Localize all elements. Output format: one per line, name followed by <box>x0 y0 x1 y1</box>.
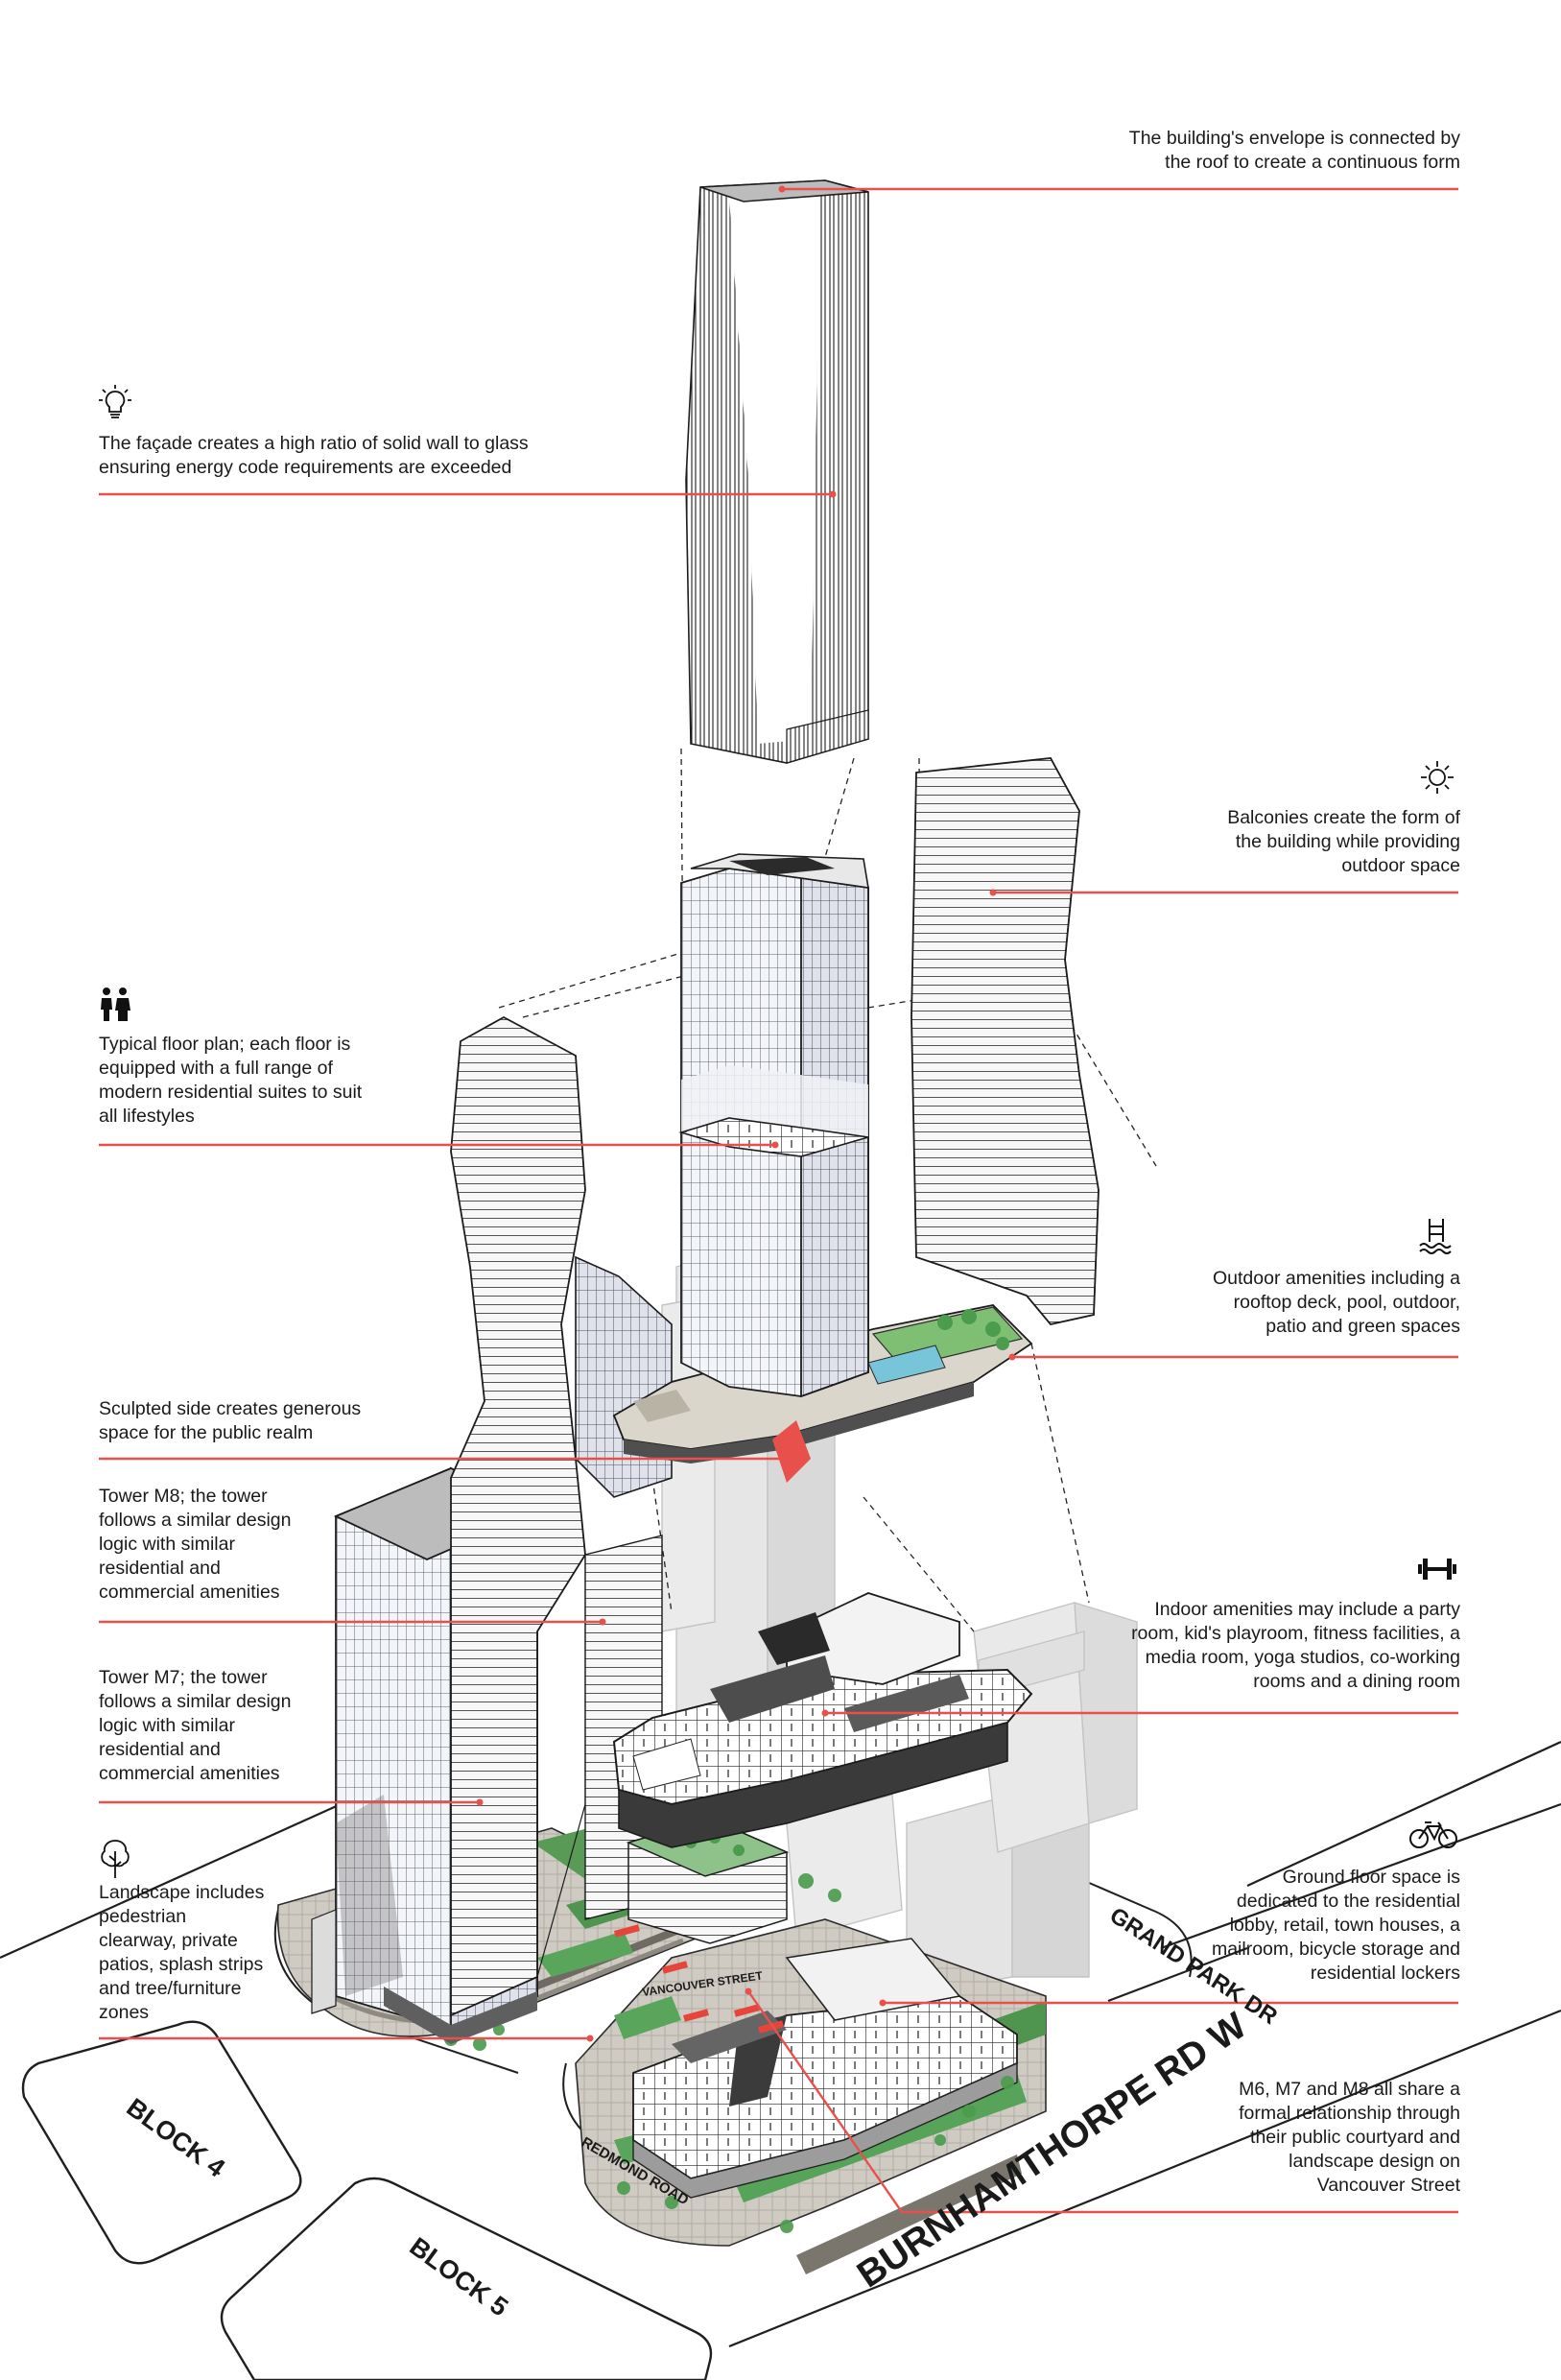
dumbbell-icon <box>1418 1559 1456 1580</box>
ground-floor-cutaway <box>632 1938 1018 2199</box>
annotation-line: residential and <box>99 1558 221 1579</box>
annotation-line: dedicated to the residential <box>1236 1891 1460 1912</box>
annotation-line: follows a similar design <box>99 1510 292 1531</box>
annotation-line: The building's envelope is connected by <box>1128 128 1460 149</box>
block-5-outline <box>220 2177 713 2380</box>
annotation-line: space for the public realm <box>99 1422 314 1443</box>
lightbulb-icon <box>99 385 131 418</box>
annotation-line: Vancouver Street <box>1316 2175 1460 2196</box>
annotation-line: Outdoor amenities including a <box>1213 1268 1460 1289</box>
roof-envelope-fins <box>685 179 869 764</box>
annotation-line: residential lockers <box>1310 1963 1460 1984</box>
annotation-line: Balconies create the form of <box>1227 807 1460 828</box>
sun-icon <box>1421 761 1454 794</box>
annotation-line: Indoor amenities may include a party <box>1154 1599 1460 1620</box>
annotation-line: and tree/furniture <box>99 1978 242 1999</box>
annotation-line: outdoor space <box>1341 855 1460 876</box>
annotation-line: ensuring energy code requirements are ex… <box>99 457 512 478</box>
annotation-line: commercial amenities <box>99 1763 280 1784</box>
annotation-line: the roof to create a continuous form <box>1165 152 1460 173</box>
annotation-tower-m7: Tower M7; the tower follows a similar de… <box>99 1666 292 1786</box>
annotation-courtyard: M6, M7 and M8 all share a formal relatio… <box>1239 2078 1460 2198</box>
annotation-line: patios, splash strips <box>99 1954 264 1975</box>
annotation-line: zones <box>99 2002 150 2023</box>
annotation-roof-envelope: The building's envelope is connected by … <box>1129 127 1460 175</box>
annotation-indoor-amenities: Indoor amenities may include a party roo… <box>1131 1598 1460 1694</box>
annotation-line: formal relationship through <box>1239 2103 1460 2124</box>
annotation-line: room, kid's playroom, fitness facilities… <box>1131 1623 1460 1644</box>
annotation-line: follows a similar design <box>99 1691 292 1712</box>
tree-icon <box>101 1840 130 1878</box>
annotation-outdoor-amenities: Outdoor amenities including a rooftop de… <box>1213 1267 1460 1339</box>
annotation-line: pedestrian <box>99 1906 187 1927</box>
annotation-line: logic with similar <box>99 1715 235 1736</box>
annotation-line: Tower M8; the tower <box>99 1486 268 1507</box>
annotation-line: Sculpted side creates generous <box>99 1398 362 1419</box>
floor-plan-tower <box>678 853 869 1483</box>
annotation-line: M6, M7 and M8 all share a <box>1239 2079 1460 2100</box>
annotation-line: landscape design on <box>1289 2151 1460 2172</box>
pool-icon <box>1419 1219 1452 1254</box>
annotation-ground-floor: Ground floor space is dedicated to the r… <box>1212 1866 1460 1986</box>
annotation-line: their public courtyard and <box>1250 2127 1460 2148</box>
bicycle-icon <box>1409 1821 1457 1848</box>
annotation-line: The façade creates a high ratio of solid… <box>99 433 529 454</box>
leader-lines <box>99 185 1458 2214</box>
annotation-facade-ratio: The façade creates a high ratio of solid… <box>99 432 529 480</box>
annotation-line: residential and <box>99 1739 221 1760</box>
annotation-line: commercial amenities <box>99 1582 280 1603</box>
annotation-line: Tower M7; the tower <box>99 1667 268 1688</box>
annotation-line: patio and green spaces <box>1265 1316 1460 1337</box>
indoor-amenity-level <box>612 1592 1033 1848</box>
annotation-line: Landscape includes <box>99 1882 265 1903</box>
annotation-line: lobby, retail, town houses, a <box>1229 1915 1460 1936</box>
annotation-line: mailroom, bicycle storage and <box>1211 1939 1460 1960</box>
annotation-line: rooms and a dining room <box>1253 1671 1460 1692</box>
annotation-balconies: Balconies create the form of the buildin… <box>1227 806 1460 878</box>
annotation-landscape: Landscape includes pedestrian clearway, … <box>99 1881 264 2025</box>
balcony-shell <box>911 757 1100 1325</box>
annotation-line: Typical floor plan; each floor is <box>99 1034 351 1055</box>
block-4-outline <box>21 2020 302 2265</box>
annotation-sculpted-side: Sculpted side creates generous space for… <box>99 1397 361 1445</box>
annotation-line: rooftop deck, pool, outdoor, <box>1233 1292 1460 1313</box>
annotation-line: equipped with a full range of <box>99 1058 333 1079</box>
family-icon <box>101 988 130 1021</box>
annotation-line: all lifestyles <box>99 1106 195 1127</box>
annotation-line: the building while providing <box>1235 831 1460 852</box>
annotation-floor-plan: Typical floor plan; each floor is equipp… <box>99 1033 362 1129</box>
annotation-line: clearway, private <box>99 1930 238 1951</box>
annotation-tower-m8: Tower M8; the tower follows a similar de… <box>99 1485 292 1605</box>
annotation-line: media room, yoga studios, co-working <box>1145 1647 1460 1668</box>
annotation-line: Ground floor space is <box>1282 1867 1460 1888</box>
splash-strips <box>614 1924 784 2034</box>
annotation-line: modern residential suites to suit <box>99 1082 363 1103</box>
annotation-line: logic with similar <box>99 1534 235 1555</box>
